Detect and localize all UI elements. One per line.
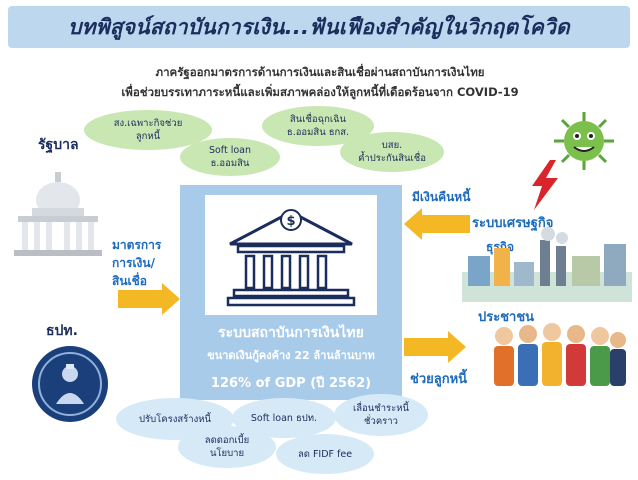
measure-oval-line: นโยบาย (209, 448, 245, 459)
arrow-left-head-icon (404, 208, 422, 240)
government-building-icon (14, 172, 102, 256)
bot-label: ธปท. (46, 323, 78, 339)
help-debtors-label: ช่วยลูกหนี้ (410, 372, 468, 387)
measure-oval-line: ธ.ออมสิน (210, 158, 250, 169)
measure-oval-line: ลดดอกเบี้ย (204, 435, 250, 446)
measure-oval-payment-deferral: เลื่อนชำระหนี้ ชั่วคราว (334, 394, 428, 436)
page-title: บทพิสูจน์สถาบันการเงิน...ฟันเฟืองสำคัญใน… (68, 15, 570, 39)
measure-oval-line: ชั่วคราว (364, 416, 398, 427)
measure-oval-line: บสย. (381, 140, 403, 151)
measure-oval-tcg-guarantee: บสย. ค้ำประกันสินเชื่อ (340, 132, 444, 172)
arrow-left-shaft (422, 215, 470, 233)
subtitle-line-2: เพื่อช่วยบรรเทาภาระหนี้และเพิ่มสภาพคล่อง… (121, 85, 519, 99)
measure-oval-line: ค้ำประกันสินเชื่อ (358, 153, 426, 164)
economy-label: ระบบเศรษฐกิจ (472, 216, 554, 231)
bot-seal-icon (32, 346, 108, 422)
arrow-right-shaft (404, 338, 448, 356)
center-loan-size: ขนาดเงินกู้คงค้าง 22 ล้านล้านบาท (207, 349, 375, 362)
measure-oval-fidf-fee-cut: ลด FIDF fee (276, 434, 374, 474)
left-measure-line: มาตรการ (112, 238, 162, 252)
measure-oval-policy-rate-cut: ลดดอกเบี้ย นโยบาย (178, 426, 276, 468)
measure-oval-soft-loan-gsb: Soft loan ธ.ออมสิน (180, 138, 280, 176)
measure-oval-line: ปรับโครงสร้างหนี้ (139, 413, 211, 425)
left-measure-label: มาตรการ การเงิน/ สินเชื่อ (112, 236, 161, 290)
left-measure-line: การเงิน/ (112, 256, 155, 270)
people-label: ประชาชน (478, 310, 535, 325)
arrow-right-head-icon (162, 283, 180, 315)
center-gdp-ratio: 126% of GDP (ปี 2562) (210, 376, 372, 391)
liquidity-label: มีเงินคืนหนี้ (412, 190, 471, 204)
measure-oval-line: Soft loan (208, 145, 252, 156)
measure-oval-line: เลื่อนชำระหนี้ (352, 403, 409, 414)
measure-oval-line: Soft loan ธปท. (250, 412, 318, 424)
industry-city-icon (462, 227, 632, 302)
measure-oval-line: ลด FIDF fee (297, 448, 353, 460)
lightning-icon (532, 160, 558, 210)
title-banner: บทพิสูจน์สถาบันการเงิน...ฟันเฟืองสำคัญใน… (8, 6, 630, 48)
measure-oval-line: สง.เฉพาะกิจช่วย (113, 118, 183, 129)
bank-icon: $ (226, 209, 356, 307)
virus-icon (554, 112, 614, 170)
subtitle-line-1: ภาครัฐออกมาตรการด้านการเงินและสินเชื่อผ่… (155, 65, 485, 79)
left-measure-line: สินเชื่อ (112, 274, 147, 288)
svg-text:$: $ (286, 214, 295, 229)
measure-oval-line: สินเชื่อฉุกเฉิน (289, 114, 347, 125)
measure-oval-line: ธ.ออมสิน ธกส. (286, 127, 350, 138)
arrow-right-shaft (118, 290, 162, 308)
measure-oval-line: ลูกหนี้ (135, 131, 161, 142)
government-label: รัฐบาล (38, 137, 79, 153)
people-crowd-icon (494, 323, 626, 386)
arrow-right-head-icon (448, 331, 466, 363)
center-title: ระบบสถาบันการเงินไทย (218, 325, 364, 341)
measure-oval-special-agency: สง.เฉพาะกิจช่วย ลูกหนี้ (84, 110, 212, 150)
